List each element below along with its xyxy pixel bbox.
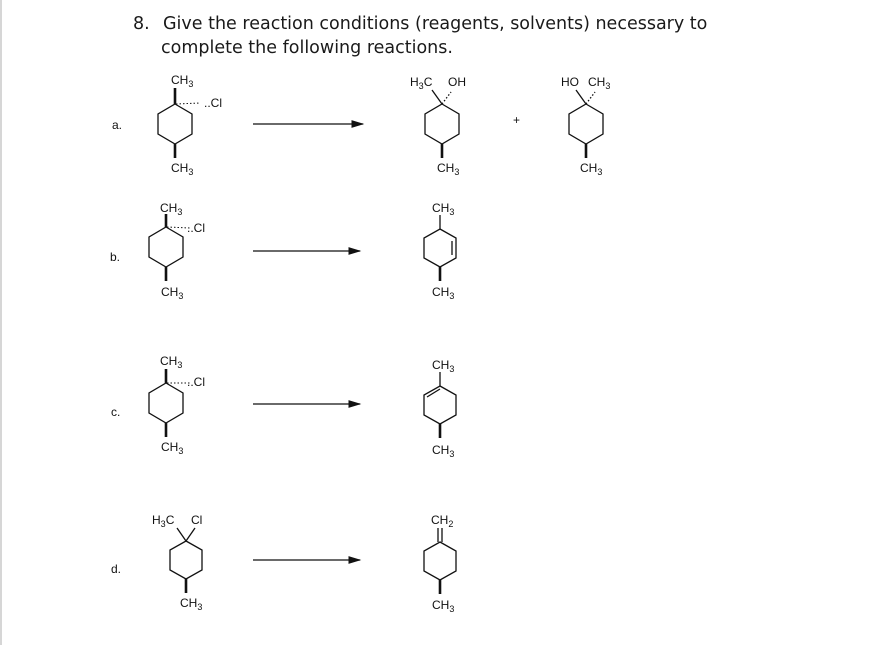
product-b-top-group: CH3: [432, 201, 454, 217]
reaction-label-a: a.: [112, 118, 123, 132]
product-a2-bottom-group: CH3: [580, 161, 602, 177]
product-a2-molecule: [568, 89, 604, 158]
reactant-a-bottom-group: CH3: [171, 161, 193, 177]
reactant-a-top-group: CH3: [171, 73, 193, 89]
reaction-c: CH3 ..Cl CH3 CH3 CH3: [148, 354, 457, 459]
question-number: 8.: [133, 14, 150, 34]
reactant-d-right-group: Cl: [191, 513, 202, 527]
question-line-1: Give the reaction conditions (reagents, …: [163, 14, 708, 34]
product-a2-right-group: CH3: [588, 75, 610, 91]
reaction-label-b: b.: [110, 250, 121, 264]
reactant-a-side-group: ..Cl: [204, 96, 222, 110]
product-c-molecule: [423, 372, 457, 438]
product-d-top-group: CH2: [431, 513, 453, 529]
reactant-a-molecule: [157, 88, 201, 158]
reactant-b-side-group: ..Cl: [187, 221, 205, 235]
reactant-d-bottom-group: CH3: [180, 596, 202, 612]
product-a1-right-group: OH: [448, 75, 466, 89]
reaction-label-c: c.: [111, 405, 121, 419]
reactant-c-top-group: CH3: [160, 354, 182, 370]
product-c-bottom-group: CH3: [432, 443, 454, 459]
reactant-d-molecule: [169, 527, 203, 593]
product-c-top-group: CH3: [432, 358, 454, 374]
product-a1-bottom-group: CH3: [437, 161, 459, 177]
reaction-b: CH3 ..Cl CH3 CH3 CH3: [148, 201, 457, 301]
reaction-d: H3C Cl CH3 CH2 CH3: [152, 513, 457, 614]
plus-sign: +: [513, 113, 520, 127]
product-b-bottom-group: CH3: [432, 285, 454, 301]
reaction-label-d: d.: [111, 562, 122, 576]
product-a2-left-group: HO: [561, 75, 579, 89]
product-a1-molecule: [424, 89, 460, 158]
reactant-c-side-group: ..Cl: [187, 375, 205, 389]
product-a1-left-group: H3C: [410, 75, 433, 91]
reactant-d-left-group: H3C: [152, 513, 175, 529]
reactant-b-molecule: [148, 214, 191, 281]
reactant-c-bottom-group: CH3: [161, 440, 183, 456]
reactant-c-molecule: [148, 369, 190, 437]
product-d-molecule: [423, 528, 457, 594]
reactant-b-top-group: CH3: [160, 201, 182, 217]
page-edge: [0, 0, 2, 645]
question-line-2: complete the following reactions.: [161, 38, 453, 58]
product-b-molecule: [423, 215, 457, 281]
product-d-bottom-group: CH3: [432, 598, 454, 614]
reactant-b-bottom-group: CH3: [161, 285, 183, 301]
question-text: 8. Give the reaction conditions (reagents…: [133, 12, 707, 60]
reaction-a: CH3 ..Cl CH3 H3C OH CH3 + HO: [157, 73, 610, 177]
